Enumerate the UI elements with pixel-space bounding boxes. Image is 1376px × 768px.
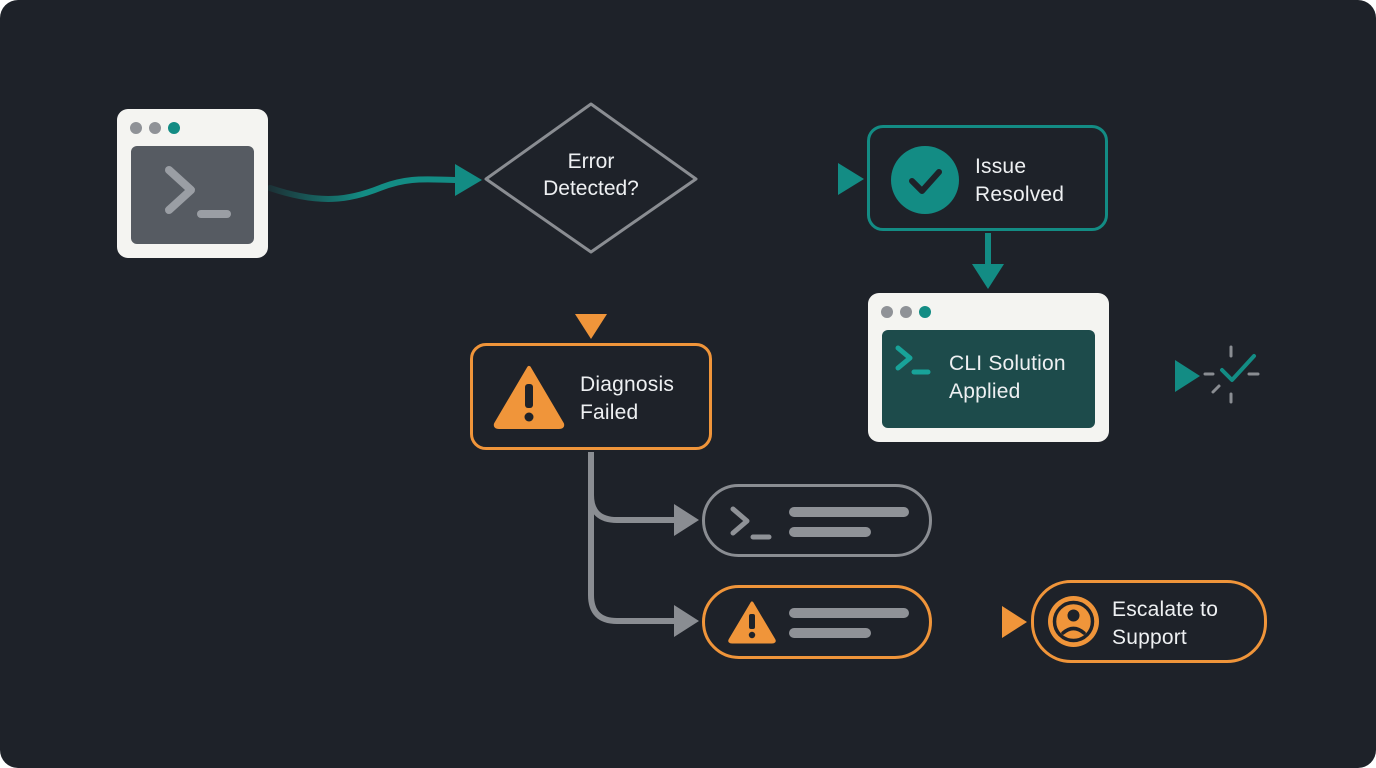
user-sad-icon	[1048, 596, 1099, 647]
arrowhead-teal	[455, 164, 482, 196]
arrowhead-orange	[575, 314, 607, 339]
window-dot	[919, 306, 931, 318]
cli-screen: CLI Solution Applied	[882, 330, 1095, 428]
connector-diagnosis-to-retry	[588, 494, 676, 523]
terminal-window	[117, 109, 268, 258]
diagnosis-line1: Diagnosis	[580, 373, 675, 396]
issue-resolved-node: Issue Resolved	[867, 125, 1108, 231]
window-dot	[900, 306, 912, 318]
decision-line2: Detected?	[543, 177, 639, 200]
arrowhead-teal	[838, 163, 864, 195]
terminal-prompt-icon	[895, 345, 931, 375]
terminal-prompt-icon	[730, 506, 772, 540]
arrowhead-gray	[674, 504, 699, 536]
escalate-label: Escalate to Support	[1112, 596, 1218, 652]
resolved-line1: Issue	[975, 155, 1027, 178]
text-placeholder-bar	[789, 628, 871, 638]
terminal-prompt-icon	[165, 166, 231, 218]
arrowhead-teal	[972, 264, 1004, 289]
connector-terminal-to-decision	[267, 176, 461, 202]
warning-log-node	[702, 585, 932, 659]
window-controls	[130, 122, 180, 134]
text-placeholder-bar	[789, 527, 871, 537]
arrowhead-gray	[674, 605, 699, 637]
cli-label: CLI Solution Applied	[949, 350, 1066, 406]
cli-line1: CLI Solution	[949, 352, 1066, 375]
check-circle-icon	[891, 146, 959, 214]
terminal-screen	[131, 146, 254, 244]
warning-triangle-icon	[728, 601, 776, 644]
arrowhead-teal	[1175, 360, 1200, 392]
cli-line2: Applied	[949, 380, 1021, 403]
arrowhead-orange	[1002, 606, 1027, 638]
connector-diagnosis-branches	[588, 452, 676, 624]
diagnosis-label: Diagnosis Failed	[580, 371, 674, 427]
diagnosis-line2: Failed	[580, 401, 639, 424]
escalate-support-node: Escalate to Support	[1031, 580, 1267, 663]
sparkle-check-icon	[1203, 345, 1260, 404]
diagnosis-failed-node: Diagnosis Failed	[470, 343, 712, 450]
window-controls	[881, 306, 931, 318]
decision-label: Error Detected?	[491, 148, 691, 202]
escalate-line2: Support	[1112, 626, 1187, 649]
escalate-line1: Escalate to	[1112, 598, 1219, 621]
resolved-label: Issue Resolved	[975, 153, 1064, 209]
retry-command-node	[702, 484, 932, 557]
window-dot	[168, 122, 180, 134]
text-placeholder-bar	[789, 608, 909, 618]
resolved-line2: Resolved	[975, 183, 1065, 206]
cli-solution-window: CLI Solution Applied	[868, 293, 1109, 442]
text-placeholder-bar	[789, 507, 909, 517]
decision-diamond	[484, 102, 698, 254]
window-dot	[130, 122, 142, 134]
warning-triangle-icon	[493, 366, 565, 429]
window-dot	[881, 306, 893, 318]
decision-line1: Error	[567, 150, 615, 173]
window-dot	[149, 122, 161, 134]
